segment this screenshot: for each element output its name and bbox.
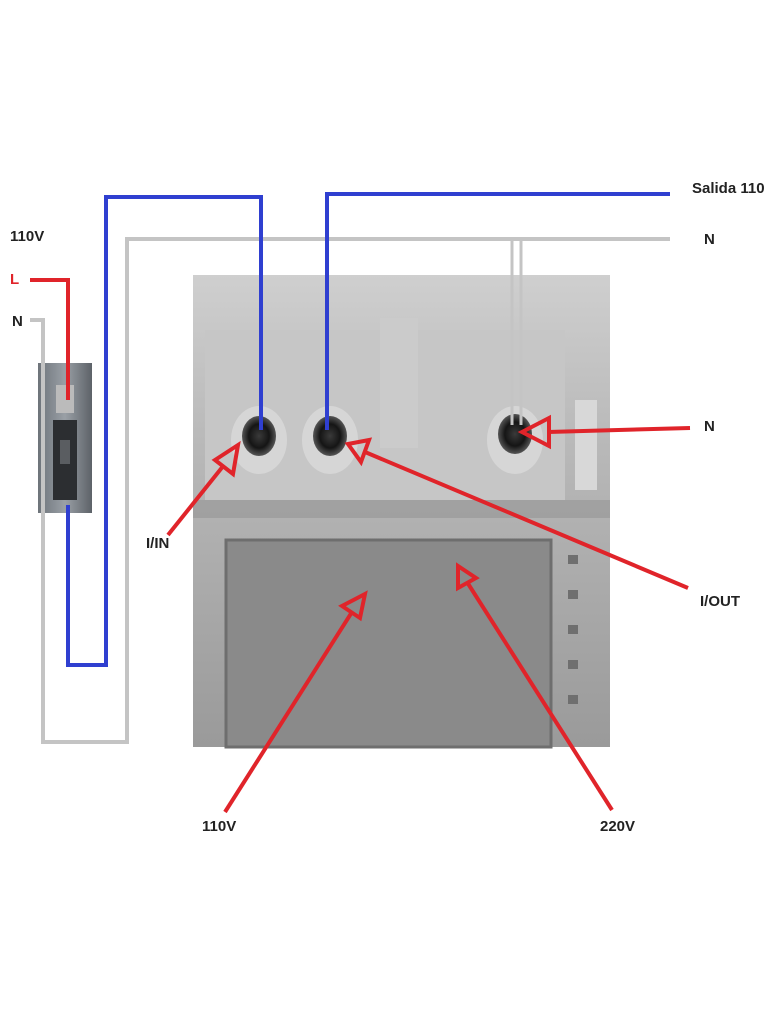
supply-voltage-label: 110V bbox=[10, 228, 45, 245]
arrows bbox=[166, 414, 691, 814]
arrow-neutral-terminal bbox=[517, 414, 691, 450]
terminal-in-label: I/IN bbox=[146, 535, 170, 552]
bottom-110-label: 110V bbox=[202, 818, 237, 835]
line-wire bbox=[30, 278, 70, 400]
switched-in-wire bbox=[66, 195, 263, 667]
terminal-out bbox=[302, 406, 358, 474]
arrow-220-tap bbox=[456, 562, 614, 812]
arrow-110-tap bbox=[223, 590, 368, 814]
wires bbox=[30, 192, 670, 744]
switched-out-wire bbox=[325, 192, 670, 430]
terminal-neutral-label: N bbox=[704, 418, 715, 435]
neutral-supply-wire bbox=[30, 237, 670, 744]
supply-neutral-label: N bbox=[12, 313, 23, 330]
circuit-breaker bbox=[38, 363, 92, 513]
terminal-neutral bbox=[487, 406, 543, 474]
bottom-220-label: 220V bbox=[600, 818, 636, 835]
terminal-in bbox=[231, 406, 287, 474]
transformer-device bbox=[193, 275, 610, 749]
device-side-ribs bbox=[568, 555, 578, 704]
output-neutral-label: N bbox=[704, 231, 715, 248]
arrow-out-terminal bbox=[344, 437, 689, 590]
output-label: Salida 110 bbox=[692, 180, 765, 197]
arrow-in-terminal bbox=[166, 440, 241, 537]
terminal-out-label: I/OUT bbox=[700, 593, 740, 610]
supply-line-label: L bbox=[10, 271, 20, 288]
